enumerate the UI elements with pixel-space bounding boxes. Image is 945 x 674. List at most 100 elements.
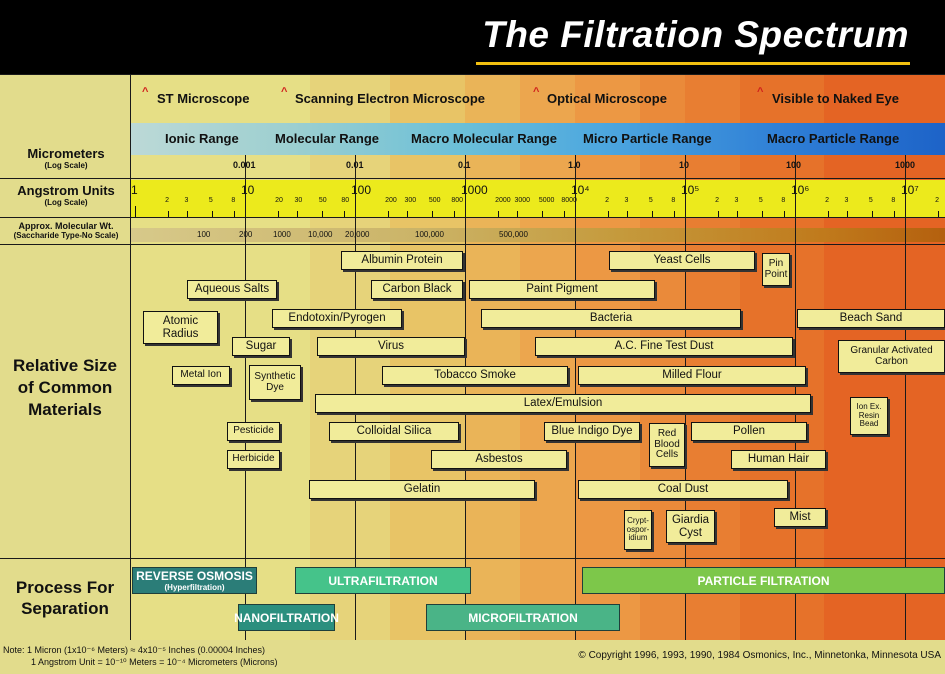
range-bar [131, 123, 945, 155]
angstrom-minor-label: 800 [451, 197, 464, 204]
angstrom-minor-label: 30 [294, 197, 303, 204]
divider [0, 178, 945, 179]
material-box: Milled Flour [578, 366, 806, 385]
angstrom-minor-tick [674, 211, 676, 217]
angstrom-minor-label: 8000 [561, 197, 577, 204]
mw-value: 20,000 [345, 230, 370, 239]
angstrom-minor-label: 2 [605, 197, 610, 204]
background-band [131, 74, 310, 640]
angstrom-minor-tick [168, 211, 170, 217]
process-sub-label: (Hyperfiltration) [164, 582, 225, 592]
angstrom-minor-label: 3 [624, 197, 629, 204]
angstrom-minor-label: 5 [758, 197, 763, 204]
material-box: Pin Point [762, 253, 790, 286]
angstrom-minor-label: 5 [648, 197, 653, 204]
angstrom-minor-label: 50 [318, 197, 327, 204]
angstrom-minor-tick [737, 211, 739, 217]
process-label-text: REVERSE OSMOSIS [136, 568, 253, 583]
angstrom-minor-tick [828, 211, 830, 217]
material-box: Albumin Protein [341, 251, 463, 270]
angstrom-minor-label: 8 [781, 197, 786, 204]
material-box: Mist [774, 508, 826, 527]
background-band [310, 74, 390, 640]
microscope-optical: Optical Microscope [547, 91, 667, 106]
material-box: Synthetic Dye [249, 365, 301, 400]
molecular-weight-label: Approx. Molecular Wt. (Saccharide Type-N… [13, 221, 119, 240]
decade-line [905, 155, 906, 640]
material-box: Crypt-ospor-idium [624, 510, 652, 550]
microscope-naked-eye: Visible to Naked Eye [772, 91, 899, 106]
note-angstrom: 1 Angstrom Unit = 10⁻¹⁰ Meters = 10⁻⁴ Mi… [31, 657, 278, 667]
material-box: Ion Ex. Resin Bead [850, 397, 888, 435]
angstrom-minor-label: 200 [385, 197, 397, 204]
mw-value: 10,000 [308, 230, 333, 239]
background-band [465, 74, 520, 640]
range-ionic: Ionic Range [165, 131, 239, 146]
caret-icon: ^ [757, 86, 764, 98]
angstrom-minor-label: 5 [868, 197, 873, 204]
material-box: Gelatin [309, 480, 535, 499]
material-box: Tobacco Smoke [382, 366, 568, 385]
angstrom-minor-label: 8 [671, 197, 676, 204]
angstrom-minor-tick [784, 211, 786, 217]
copyright: © Copyright 1996, 1993, 1990, 1984 Osmon… [578, 650, 941, 661]
micrometer-tick: 1.0 [568, 160, 581, 170]
divider [0, 74, 945, 75]
material-box: Atomic Radius [143, 311, 218, 344]
angstrom-minor-label: 500 [428, 197, 441, 204]
background-band [740, 74, 824, 640]
title-underline [476, 62, 910, 65]
divider [0, 558, 945, 559]
micrometer-tick: 0.001 [233, 160, 256, 170]
material-box: Human Hair [731, 450, 826, 469]
micrometer-tick: 0.01 [346, 160, 364, 170]
angstrom-major-label: 100 [351, 183, 372, 197]
material-box: Granular Activated Carbon [838, 340, 945, 373]
material-box: Carbon Black [371, 280, 463, 299]
angstrom-minor-label: 8 [231, 197, 236, 204]
mw-value: 500,000 [499, 230, 528, 239]
process-label: Process For Separation [15, 578, 115, 618]
angstrom-minor-tick [761, 211, 763, 217]
background-band [685, 74, 740, 640]
divider [0, 244, 945, 245]
angstrom-minor-label: 3000 [514, 197, 531, 204]
material-box: Colloidal Silica [329, 422, 459, 441]
caret-icon: ^ [533, 86, 540, 98]
range-macro-particle: Macro Particle Range [767, 131, 900, 146]
angstrom-major-label: 10 [241, 183, 255, 197]
angstrom-minor-label: 3 [734, 197, 739, 204]
material-box: Asbestos [431, 450, 567, 469]
divider [130, 74, 131, 640]
angstrom-minor-tick [651, 211, 653, 217]
page-title: The Filtration Spectrum [482, 14, 909, 55]
process-reverse-osmosis: REVERSE OSMOSIS (Hyperfiltration) [132, 567, 257, 594]
range-macro-molecular: Macro Molecular Range [411, 131, 557, 146]
angstrom-minor-tick [847, 211, 849, 217]
angstrom-minor-label: 8 [891, 197, 896, 204]
angstrom-minor-tick [541, 211, 543, 217]
angstrom-major-label: 1000 [461, 183, 488, 197]
angstrom-minor-label: 2 [715, 197, 720, 204]
angstrom-minor-tick [627, 211, 629, 217]
micrometer-tick: 10 [679, 160, 690, 170]
angstrom-minor-tick [938, 211, 940, 217]
decade-line [245, 155, 246, 640]
angstrom-major-label: 10⁶ [791, 183, 810, 197]
material-box: Endotoxin/Pyrogen [272, 309, 402, 328]
material-box: Metal Ion [172, 366, 230, 385]
angstrom-minor-label: 20 [275, 197, 283, 204]
material-box: Sugar [232, 337, 290, 356]
process-ultrafiltration: ULTRAFILTRATION [295, 567, 471, 594]
microscope-sem: Scanning Electron Microscope [295, 91, 485, 106]
left-label-column [0, 74, 131, 640]
angstrom-minor-tick [564, 211, 566, 217]
angstrom-minor-label: 2 [165, 197, 170, 204]
material-box: Giardia Cyst [666, 510, 715, 543]
footer [0, 640, 945, 674]
material-box: Latex/Emulsion [315, 394, 811, 413]
angstrom-minor-tick [187, 211, 189, 217]
angstrom-minor-tick [278, 211, 280, 217]
angstrom-minor-label: 5 [208, 197, 213, 204]
material-box: Aqueous Salts [187, 280, 277, 299]
